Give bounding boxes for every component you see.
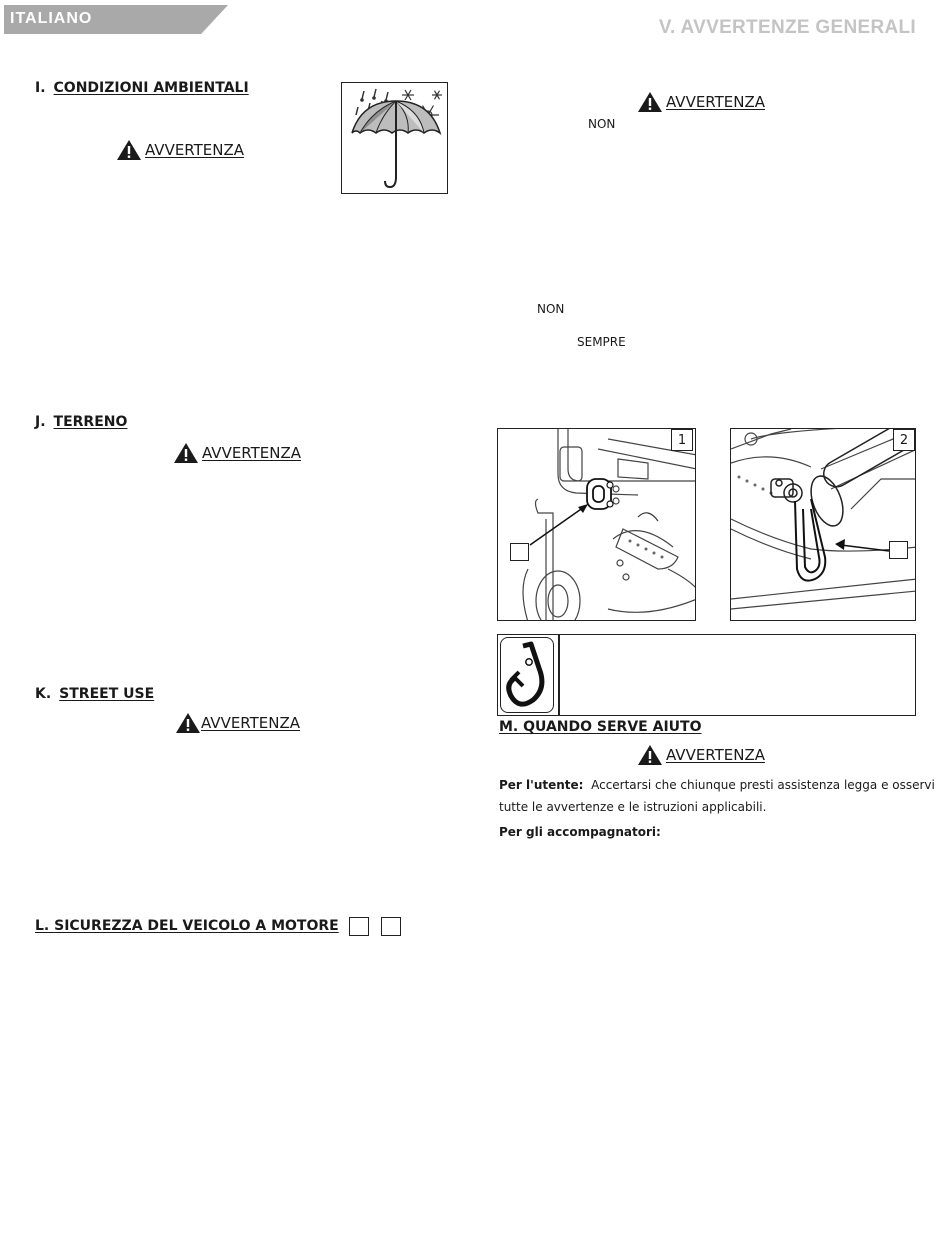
user-instruction-line-1: Per l'utente: Accertarsi che chiunque pr… xyxy=(499,778,935,792)
non-label-2: NON xyxy=(537,302,565,316)
warning-triangle-icon xyxy=(174,443,198,463)
user-instruction-line-2: tutte le avvertenze e le istruzioni appl… xyxy=(499,800,767,814)
reference-box-1 xyxy=(349,917,369,936)
warning-triangle-icon xyxy=(638,745,662,765)
figure-2-number: 2 xyxy=(893,429,915,451)
figure-1-callout-box xyxy=(510,543,529,561)
user-label: Per l'utente: xyxy=(499,778,584,792)
warning-triangle-icon xyxy=(638,92,662,112)
section-k-warning: AVVERTENZA xyxy=(175,712,300,734)
section-j-warning: AVVERTENZA xyxy=(173,442,301,464)
weather-pictogram xyxy=(341,82,448,194)
section-m-heading: M. QUANDO SERVE AIUTO xyxy=(499,719,702,735)
non-label-1: NON xyxy=(588,117,616,131)
umbrella-rain-snow-icon xyxy=(351,88,442,189)
section-i-warning: AVVERTENZA xyxy=(116,139,244,161)
figure-1-number: 1 xyxy=(671,429,693,451)
language-label: ITALIANO xyxy=(10,10,93,27)
section-l-heading: L. SICUREZZA DEL VEICOLO A MOTORE xyxy=(35,918,339,934)
chapter-title: V. AVVERTENZE GENERALI xyxy=(658,17,916,38)
right-warning: AVVERTENZA xyxy=(637,91,765,113)
section-j-heading: J.TERRENO xyxy=(35,414,128,430)
reference-box-2 xyxy=(381,917,401,936)
wheelchair-tiedown-front-illustration xyxy=(522,429,695,620)
tiedown-hook-icon xyxy=(506,641,545,707)
warning-triangle-icon xyxy=(176,713,200,733)
figure-2-callout-box xyxy=(889,541,908,559)
note-divider xyxy=(558,635,560,715)
section-i-heading: I.CONDIZIONI AMBIENTALI xyxy=(35,80,249,96)
figure-1: 1 xyxy=(497,428,696,621)
figure-2: 2 xyxy=(730,428,916,621)
language-tab xyxy=(4,5,228,34)
section-m-warning: AVVERTENZA xyxy=(637,744,765,766)
warning-triangle-icon xyxy=(117,140,141,160)
sempre-label: SEMPRE xyxy=(577,335,626,349)
section-k-heading: K.STREET USE xyxy=(35,686,155,702)
wheelchair-tiedown-rear-illustration xyxy=(731,429,915,610)
tiedown-note-box xyxy=(497,634,916,716)
tiedown-symbol-frame xyxy=(500,637,554,713)
caregiver-label: Per gli accompagnatori: xyxy=(499,825,661,839)
